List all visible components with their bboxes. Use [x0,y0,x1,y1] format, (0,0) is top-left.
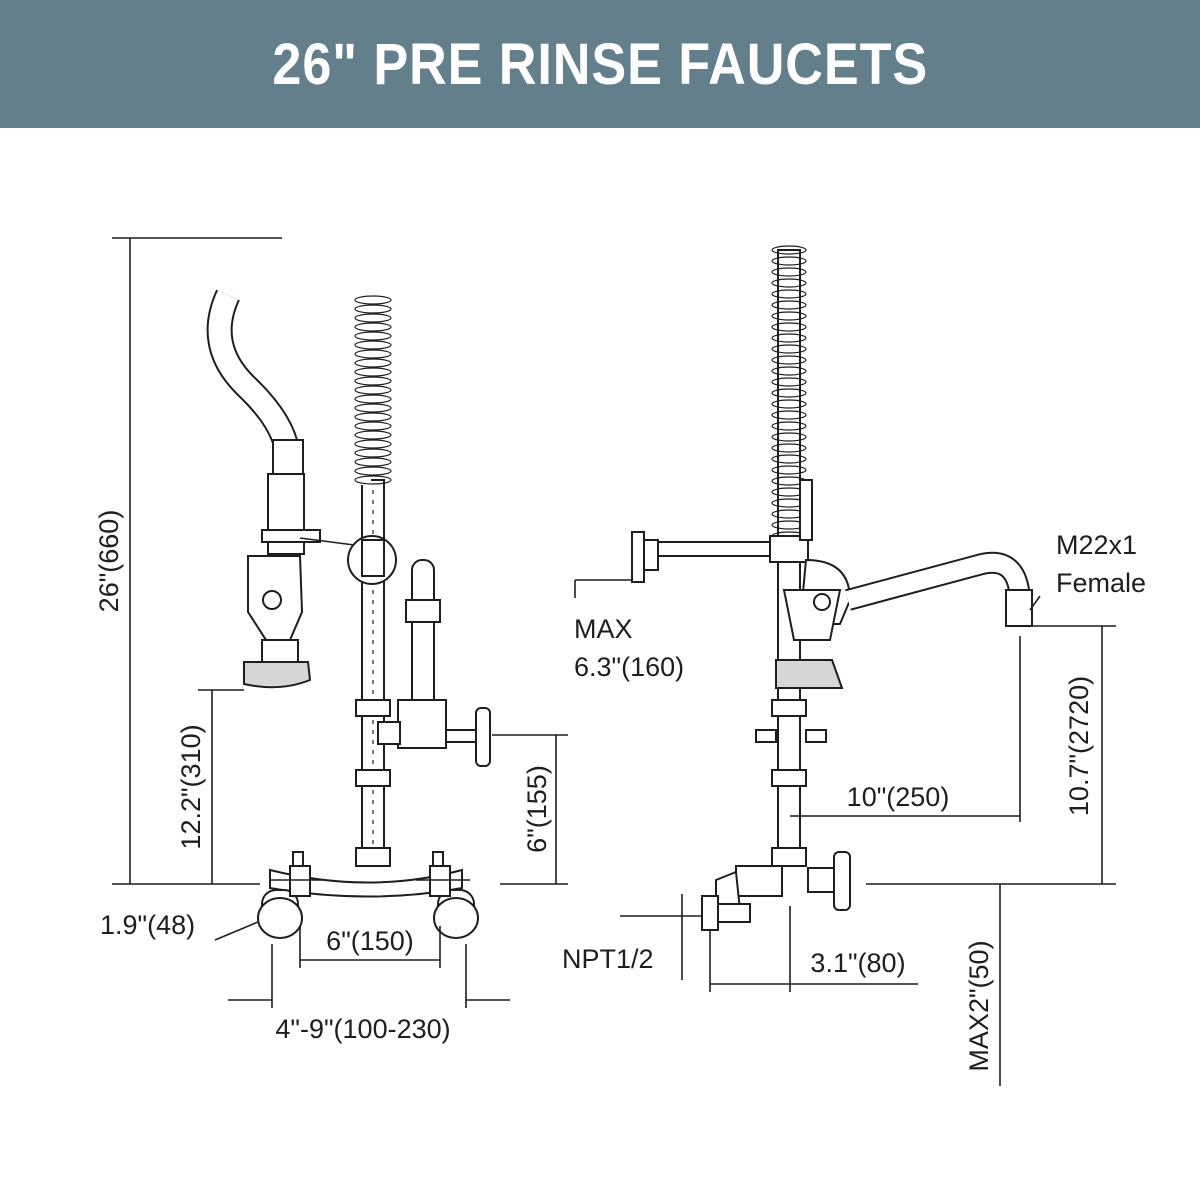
front-base-body [257,851,479,939]
front-center-spacing-label: 6"(150) [326,926,414,956]
front-dimensions [112,237,568,1008]
front-height-total-label: 26"(660) [94,510,124,613]
side-dimensions [574,579,1116,1086]
side-max-depth-label: MAX2"(50) [964,940,994,1071]
side-swing-spout [845,551,1033,627]
front-sprayer-height-label: 12.2"(310) [176,724,206,849]
front-wall-hook [347,535,397,585]
side-inlet-offset-label: 3.1"(80) [810,948,905,978]
side-spout-height-label: 10.7"(2720) [1064,676,1094,816]
side-outlet-female-label: Female [1056,568,1146,598]
side-outlet-thread-label: M22x1 [1056,530,1137,560]
front-adjustable-centers-label: 4"-9"(100-230) [275,1014,450,1044]
front-view: 26"(660) 12.2"(310) 6"(155) 1.9"(48) 6"(… [94,237,568,1044]
side-spout-reach-label: 10"(250) [847,782,950,812]
side-view: M22x1 Female MAX 6.3"(160) 10"(250) 10.7… [562,245,1146,1086]
front-spring-coil [224,242,392,485]
side-bracket-length-label: 6.3"(160) [574,652,684,682]
side-bracket-max-label: MAX [574,614,633,644]
side-spray-valve [775,479,852,689]
front-addon-valve [377,559,491,767]
side-valve-handles [701,729,851,931]
side-inlet-thread-label: NPT1/2 [562,944,654,974]
front-hose [206,289,300,453]
side-riser-pipe [771,245,807,867]
front-inlet-diameter-label: 1.9"(48) [100,910,195,940]
page-title: 26" PRE RINSE FAUCETS [272,31,928,97]
front-valve-height-label: 6"(155) [522,765,552,853]
front-spray-valve [243,439,363,689]
title-banner: 26" PRE RINSE FAUCETS [0,0,1200,128]
